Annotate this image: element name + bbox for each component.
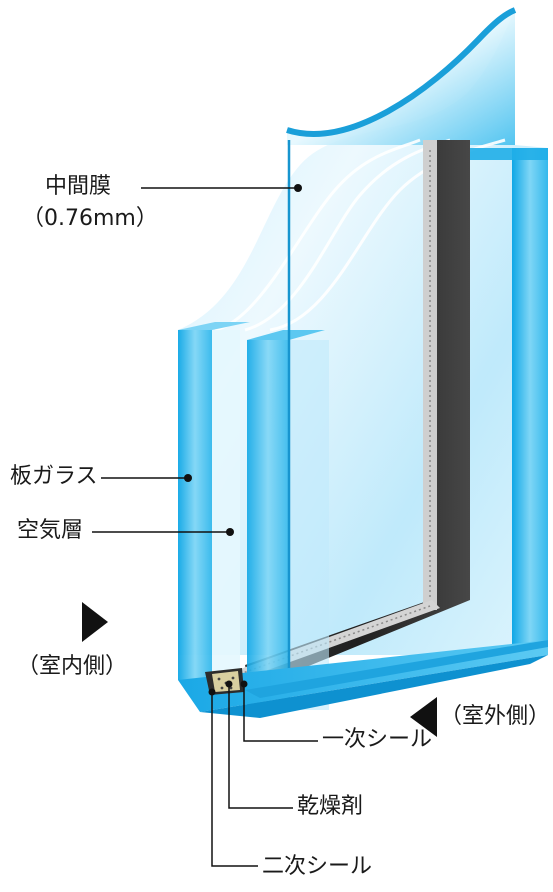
outdoor-label: （室外側） [440, 704, 551, 729]
interlayer-thickness-label: （0.76mm） [22, 206, 158, 231]
desiccant-label: 乾燥剤 [297, 794, 364, 819]
indoor-glass-pane [178, 322, 250, 680]
leader-lines [92, 187, 318, 867]
glass-pane-label: 板ガラス [10, 464, 98, 489]
indoor-label: （室内側） [17, 654, 128, 679]
primary-seal-label: 一次シール [322, 727, 433, 752]
bottom-edge [178, 640, 548, 718]
laminated-pane-front [247, 140, 329, 712]
seal-area [205, 668, 244, 695]
secondary-seal-label: 二次シール [262, 854, 373, 879]
indoor-arrow-icon [82, 602, 108, 642]
air-layer-label: 空気層 [17, 518, 84, 543]
leader-dots [184, 184, 302, 696]
interlayer-label: 中間膜 [45, 174, 112, 199]
outdoor-arrow-icon [410, 697, 437, 737]
